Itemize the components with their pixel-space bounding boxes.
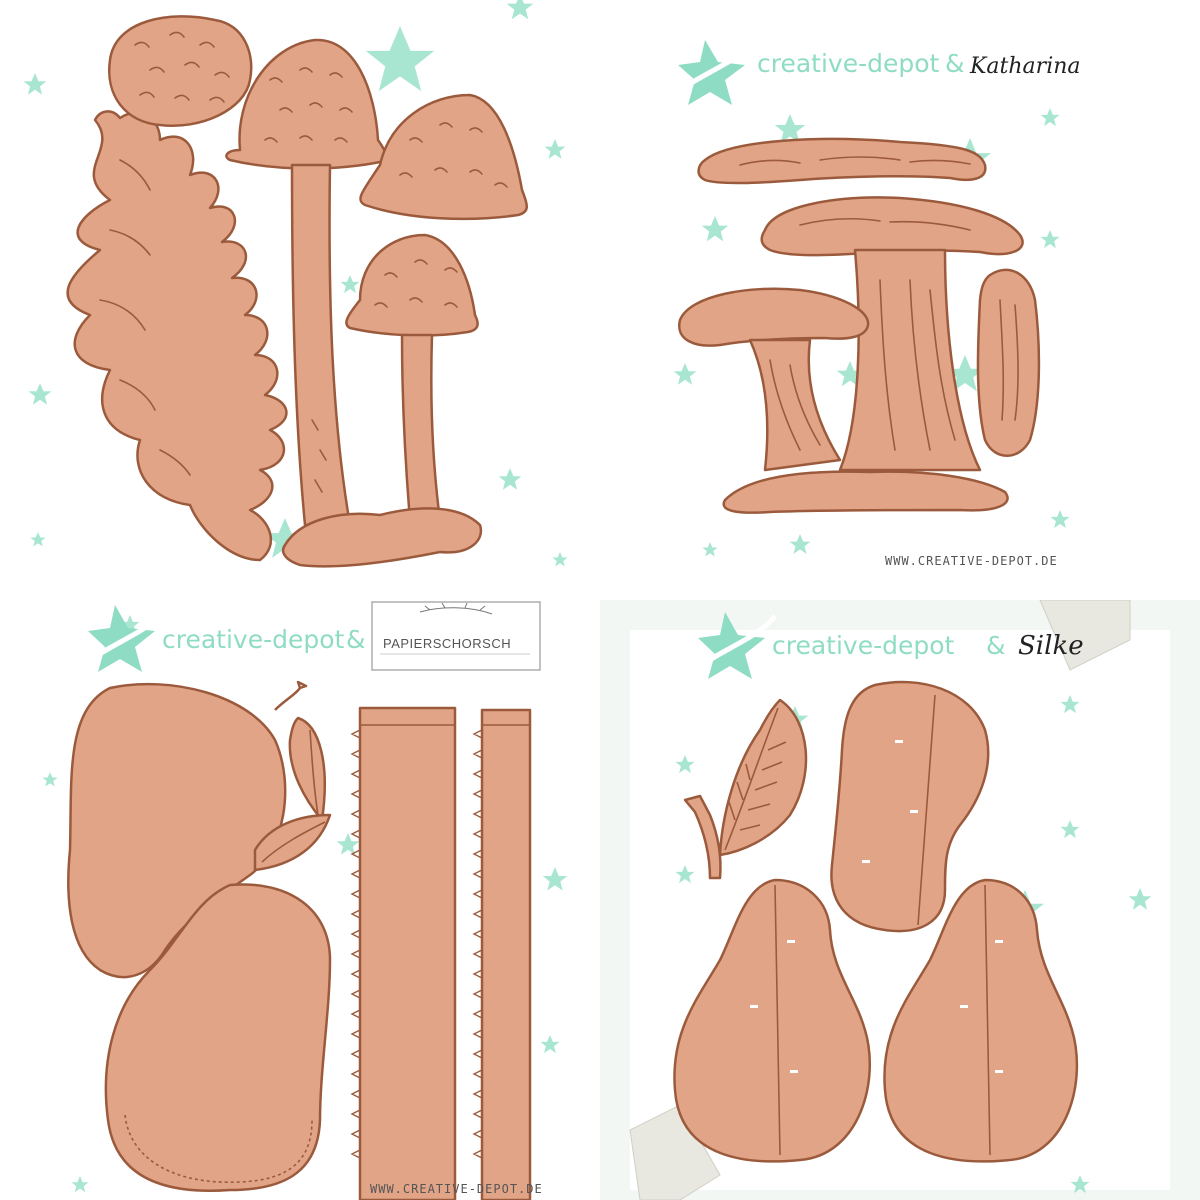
star-swoosh-logo-icon	[678, 38, 757, 105]
copper-die-shapes	[673, 680, 1079, 1163]
tile-pear-leaf-dies: creative-depot & Silke	[600, 600, 1200, 1200]
partner-name: Silke	[1018, 631, 1084, 661]
tile-pear-box-dies: creative-depot & PAPIERSCHORSCH	[0, 600, 600, 1200]
brand-name: creative-depot	[162, 625, 345, 654]
pear-box-illustration: creative-depot & PAPIERSCHORSCH	[42, 601, 568, 1200]
papierschorsch-logo: PAPIERSCHORSCH	[371, 601, 541, 671]
website-url: WWW.CREATIVE-DEPOT.DE	[370, 1182, 543, 1196]
star-swoosh-logo-icon	[88, 605, 167, 672]
partner-logo-text: PAPIERSCHORSCH	[383, 636, 511, 651]
copper-die-shapes	[677, 137, 1041, 514]
die-detail-lines	[124, 729, 326, 1183]
website-url: WWW.CREATIVE-DEPOT.DE	[885, 554, 1058, 568]
brand-name: creative-depot	[757, 49, 940, 78]
brand-header: creative-depot & Silke	[698, 612, 1084, 679]
partner-name: Katharina	[969, 54, 1081, 79]
brand-header: creative-depot & Katharina	[678, 38, 1081, 105]
copper-die-shapes	[66, 15, 528, 568]
star-swoosh-logo-icon	[698, 612, 777, 679]
tile-mushroom-fern-dies	[0, 0, 600, 600]
die-detail-lines	[724, 694, 991, 1156]
copper-die-shapes	[67, 680, 532, 1200]
brand-ampersand: &	[945, 49, 965, 78]
brand-header: creative-depot & PAPIERSCHORSCH	[88, 601, 541, 672]
tape-strip	[1039, 600, 1131, 671]
pear-leaf-illustration: creative-depot & Silke	[600, 600, 1200, 1200]
tape-strip	[629, 1104, 721, 1200]
die-detail-lines	[739, 156, 1019, 451]
brand-ampersand: &	[346, 625, 366, 654]
mushroom-fern-illustration	[23, 0, 568, 568]
mushroom-group-illustration: creative-depot & Katharina WWW.CR	[673, 38, 1081, 568]
box-notch-edges	[350, 708, 530, 1200]
tile-mushroom-group-dies: creative-depot & Katharina WWW.CR	[600, 0, 1200, 600]
brand-name: creative-depot	[772, 631, 955, 660]
brand-ampersand: &	[986, 631, 1006, 660]
slot-markers	[750, 740, 1003, 1073]
die-detail-lines	[99, 31, 508, 493]
